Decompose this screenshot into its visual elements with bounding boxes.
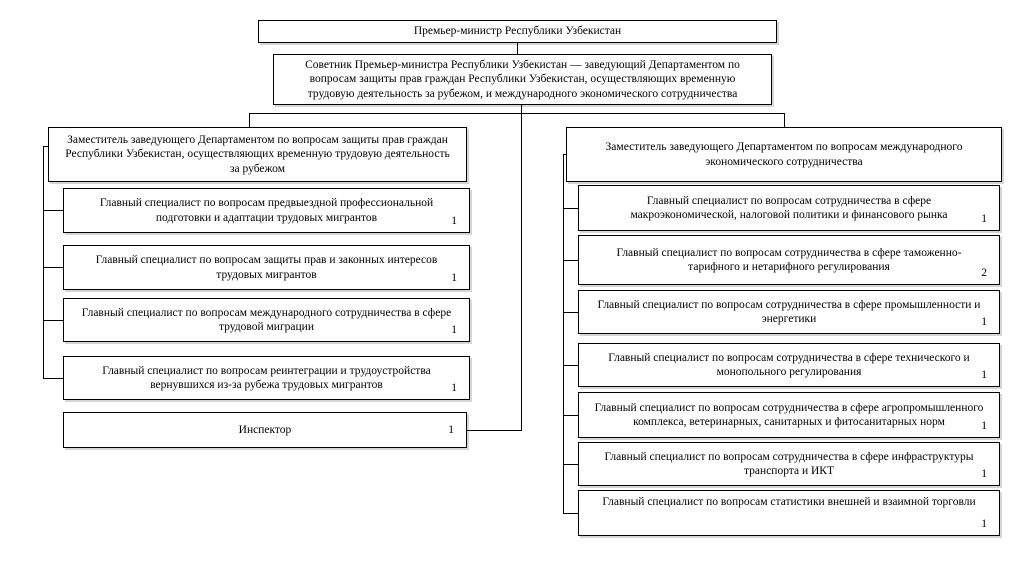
org-box-label: Главный специалист по вопросам статистик… [602,496,976,508]
connector-right-spine [563,154,564,513]
connector-left-stub-4 [43,378,63,379]
staff-count: 1 [981,315,987,328]
org-box-specialist-trade-statistics: Главный специалист по вопросам статистик… [578,490,1000,536]
org-box-label: Главный специалист по вопросам сотруднич… [597,298,981,325]
org-box-specialist-predeparture-training: Главный специалист по вопросам предвыезд… [63,188,470,233]
connector-right-stub-deputy [563,154,567,155]
connector-central-spine [521,105,522,430]
org-box-label: Главный специалист по вопросам сотруднич… [616,246,962,273]
connector-left-stub-deputy [43,146,49,147]
staff-count: 1 [451,323,457,336]
connector-inspector [467,430,522,431]
org-box-label: Главный специалист по вопросам реинтегра… [102,364,431,391]
connector-left-spine [43,146,44,378]
connector-right-stub-3 [563,312,578,313]
connector-right-stub-5 [563,415,578,416]
org-box-specialist-rights-protection: Главный специалист по вопросам защиты пр… [63,245,470,290]
staff-count: 1 [451,381,457,394]
org-box-specialist-industry-energy: Главный специалист по вопросам сотруднич… [578,290,1000,334]
org-box-specialist-transport-ict-infrastructure: Главный специалист по вопросам сотруднич… [578,442,1000,486]
org-box-specialist-reintegration: Главный специалист по вопросам реинтегра… [63,356,470,400]
connector-branch-horizontal [249,113,785,114]
org-box-label: Главный специалист по вопросам сотруднич… [630,194,948,221]
staff-count: 1 [981,212,987,225]
staff-count: 1 [981,419,987,432]
connector-drop-right-deputy [784,113,785,127]
staff-count: 1 [448,423,454,436]
org-box-label: Главный специалист по вопросам сотруднич… [594,401,984,428]
org-box-specialist-macroeconomic-policy: Главный специалист по вопросам сотруднич… [578,185,1000,231]
org-box-label: Премьер-министр Республики Узбекистан [413,25,622,38]
connector-drop-left-deputy [249,113,250,127]
staff-count: 1 [981,467,987,480]
connector-right-stub-2 [563,260,578,261]
org-box-prime-minister: Премьер-министр Республики Узбекистан [258,20,777,43]
org-box-label: Главный специалист по вопросам защиты пр… [95,254,438,281]
org-box-label: Инспектор [238,423,292,436]
connector-left-stub-2 [43,267,63,268]
staff-count: 1 [451,271,457,284]
org-box-label: Главный специалист по вопросам междунаро… [81,306,452,333]
org-box-specialist-agro-veterinary-sanitary: Главный специалист по вопросам сотруднич… [578,392,1000,438]
org-box-inspector: Инспектор 1 [63,412,467,448]
org-box-specialist-technical-monopoly-regulation: Главный специалист по вопросам сотруднич… [578,343,1000,387]
org-box-label: Советник Премьер-министра Республики Узб… [305,59,740,100]
staff-count: 1 [451,214,457,227]
org-box-specialist-customs-tariff: Главный специалист по вопросам сотруднич… [578,235,1000,285]
org-box-advisor: Советник Премьер-министра Республики Узб… [273,54,772,105]
org-box-left-deputy: Заместитель заведующего Департаментом по… [48,127,467,182]
connector-right-stub-4 [563,365,578,366]
connector-right-stub-6 [563,464,578,465]
staff-count: 2 [981,266,987,279]
org-box-label: Заместитель заведующего Департаментом по… [65,134,450,175]
connector-pm-to-advisor [517,43,518,54]
org-box-label: Главный специалист по вопросам сотруднич… [604,450,974,477]
connector-left-stub-3 [43,320,63,321]
org-box-label: Заместитель заведующего Департаментом по… [605,141,963,168]
connector-right-stub-1 [563,208,578,209]
org-box-specialist-labor-migration-cooperation: Главный специалист по вопросам междунаро… [63,298,470,342]
staff-count: 1 [981,517,987,530]
org-box-label: Главный специалист по вопросам предвыезд… [99,197,434,224]
staff-count: 1 [981,368,987,381]
org-box-right-deputy: Заместитель заведующего Департаментом по… [566,127,1002,182]
org-box-label: Главный специалист по вопросам сотруднич… [608,351,970,378]
connector-left-stub-1 [43,210,63,211]
connector-right-stub-7 [563,513,578,514]
